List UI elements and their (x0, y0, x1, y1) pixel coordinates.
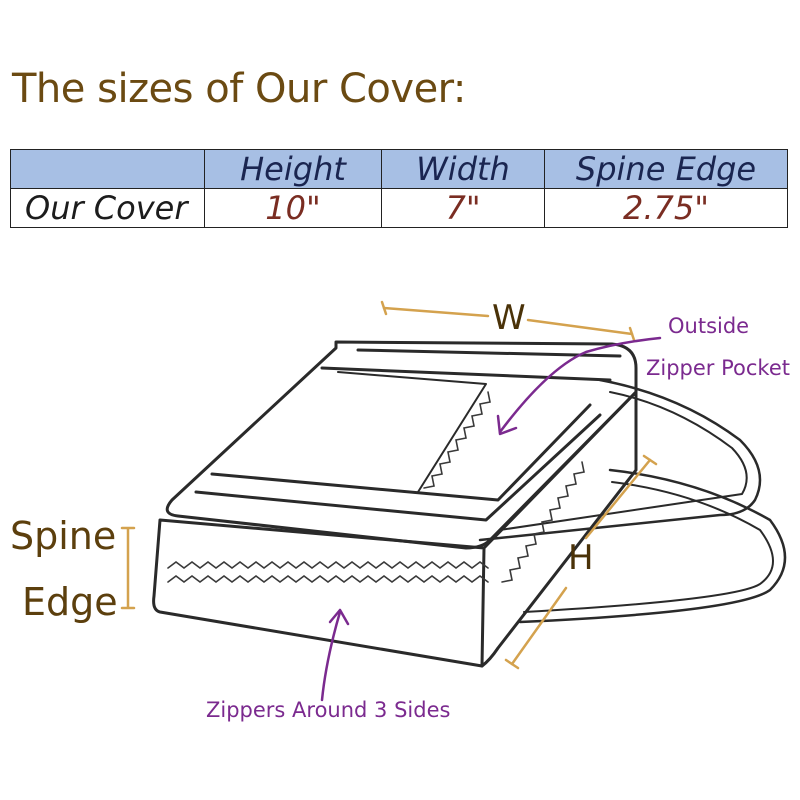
width-dimension-line (382, 306, 634, 336)
spine-face (152, 518, 486, 668)
width-value: 7" (381, 188, 545, 228)
width-label: W (492, 298, 526, 338)
pocket-arrowhead (496, 414, 518, 436)
table-row: Our Cover 10" 7" 2.75" (10, 188, 788, 228)
zipper-stitch-side (501, 461, 585, 583)
height-dimension-line (510, 458, 652, 666)
width-dimension-cap-left (380, 300, 388, 316)
height-dimension-cap-top (642, 454, 658, 466)
pocket-label-line1: Outside (668, 314, 750, 338)
pocket-panel (337, 371, 487, 493)
height-dimension-cap-bottom (504, 658, 520, 670)
spine-dimension-line (120, 526, 136, 610)
side-face (480, 390, 638, 668)
width-dimension-cap-right (628, 326, 636, 342)
height-value: 10" (204, 188, 382, 228)
page-title: The sizes of Our Cover: (12, 66, 466, 112)
zipper-label: Zippers Around 3 Sides (206, 698, 451, 722)
zipper-arrowhead (328, 608, 350, 626)
zipper-stitch-front-2 (167, 575, 489, 583)
handle-top (478, 378, 762, 542)
pocket-arrow (498, 336, 662, 434)
row-label: Our Cover (10, 188, 205, 228)
table-header-spine-edge: Spine Edge (544, 149, 788, 189)
table-header-height: Height (204, 149, 382, 189)
handle-top-inner (499, 391, 748, 531)
zipper-stitch-front (167, 561, 489, 569)
zipper-stitch-pocket (423, 391, 491, 489)
cushion-top-face (165, 340, 638, 550)
height-label: H (568, 538, 594, 578)
pocket-band-lower (210, 403, 592, 502)
table-header-row: Height Width Spine Edge (10, 149, 788, 189)
table-header-empty (10, 149, 205, 189)
pocket-band-top-2 (320, 366, 612, 382)
pocket-band-lower-2 (194, 413, 602, 522)
spine-edge-value: 2.75" (544, 188, 788, 228)
pocket-band-top (356, 348, 622, 358)
handle-bottom-inner (523, 481, 774, 613)
size-table: Height Width Spine Edge Our Cover 10" 7"… (10, 149, 788, 228)
spine-label-line1: Spine (10, 514, 117, 558)
spine-label-line2: Edge (22, 580, 118, 624)
handle-bottom (518, 468, 787, 624)
zipper-arrow (320, 610, 342, 702)
pocket-label-line2: Zipper Pocket (646, 356, 790, 380)
